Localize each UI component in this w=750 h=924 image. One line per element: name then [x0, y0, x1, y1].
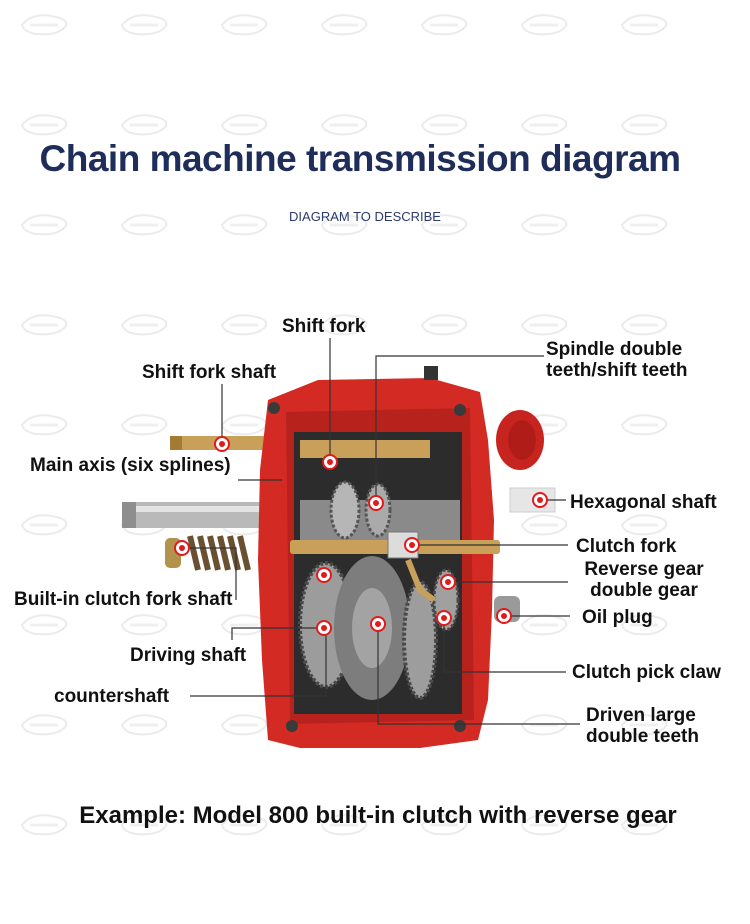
watermark-logo — [20, 114, 68, 136]
watermark-logo — [620, 214, 668, 236]
watermark-logo — [120, 314, 168, 336]
page-subtitle: DIAGRAM TO DESCRIBE — [289, 209, 441, 224]
label-reverse-gear: Reverse gear double gear — [584, 559, 704, 601]
label-shift-fork-shaft: Shift fork shaft — [142, 362, 277, 383]
watermark-logo — [620, 714, 668, 736]
watermark-logo — [520, 314, 568, 336]
label-clutch-fork: Clutch fork — [576, 536, 677, 557]
watermark-logo — [620, 614, 668, 636]
watermark-logo — [120, 414, 168, 436]
watermark-logo — [520, 214, 568, 236]
watermark-logo — [220, 114, 268, 136]
watermark-logo — [320, 214, 368, 236]
label-countershaft: countershaft — [54, 686, 170, 707]
watermark-logo — [220, 714, 268, 736]
label-hexagonal-shaft: Hexagonal shaft — [570, 492, 717, 513]
main-axis-rod — [122, 502, 272, 528]
right-boss — [496, 410, 544, 470]
watermark-logo — [220, 14, 268, 36]
watermark-logo — [320, 814, 368, 836]
watermark-logo — [320, 314, 368, 336]
label-main-axis: Main axis (six splines) — [30, 455, 231, 476]
watermark-logo — [520, 814, 568, 836]
watermark-logo — [620, 314, 668, 336]
watermark-logo — [20, 514, 68, 536]
internal-gears — [290, 440, 500, 700]
watermark-logo — [520, 14, 568, 36]
watermark-logo — [20, 614, 68, 636]
watermark-logo — [420, 14, 468, 36]
watermark-logo — [20, 814, 68, 836]
watermark-logo — [520, 614, 568, 636]
watermark-logo — [220, 814, 268, 836]
label-builtin-clutch-fork-shaft: Built-in clutch fork shaft — [14, 589, 233, 610]
label-oil-plug: Oil plug — [582, 607, 653, 628]
watermark-logo — [120, 14, 168, 36]
label-driving-shaft: Driving shaft — [130, 645, 247, 666]
watermark-logo — [120, 714, 168, 736]
watermark-logo — [20, 714, 68, 736]
label-clutch-pick-claw: Clutch pick claw — [572, 662, 721, 683]
watermark-logo — [20, 14, 68, 36]
watermark-logo — [120, 114, 168, 136]
watermark-logo — [120, 214, 168, 236]
watermark-logo — [420, 314, 468, 336]
watermark-logo — [120, 814, 168, 836]
watermark-logo — [520, 114, 568, 136]
watermark-logo — [320, 14, 368, 36]
watermark-logo — [320, 114, 368, 136]
watermark-logo — [620, 514, 668, 536]
watermark-logo — [420, 114, 468, 136]
watermark-logo — [120, 614, 168, 636]
watermark-logo — [20, 314, 68, 336]
example-caption: Example: Model 800 built-in clutch with … — [79, 802, 677, 829]
watermark-logo — [620, 414, 668, 436]
watermark-logo — [220, 314, 268, 336]
watermark-logo — [420, 214, 468, 236]
page-title: Chain machine transmission diagram — [39, 138, 681, 179]
label-spindle-double-teeth: Spindle double teeth/shift teeth — [546, 339, 688, 381]
watermark-logo — [520, 514, 568, 536]
watermark-logo — [520, 714, 568, 736]
label-shift-fork: Shift fork — [282, 316, 366, 337]
watermark-logo — [620, 814, 668, 836]
watermark-logo — [220, 214, 268, 236]
watermark-logo — [20, 214, 68, 236]
watermark-logo — [620, 14, 668, 36]
marker-dots — [174, 436, 548, 636]
watermark-logo — [20, 414, 68, 436]
watermark-logo — [420, 814, 468, 836]
label-driven-large-teeth: Driven large double teeth — [586, 705, 699, 747]
watermark-logo — [620, 114, 668, 136]
